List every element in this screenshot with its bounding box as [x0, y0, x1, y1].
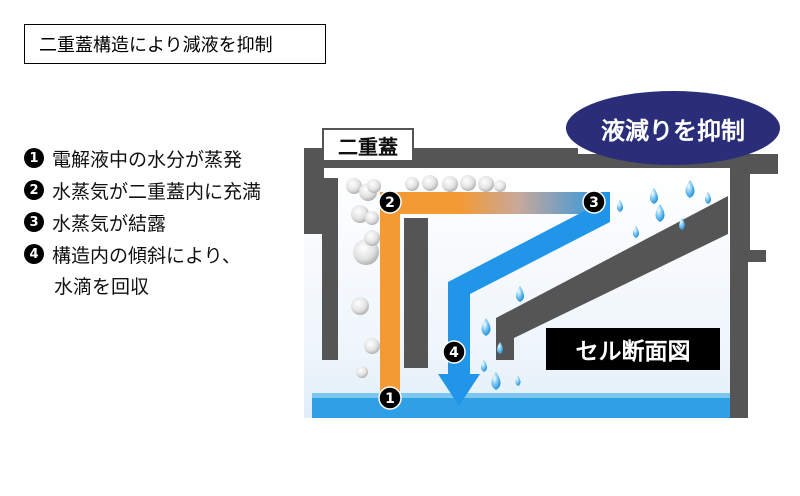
step-4-text-continued: 水滴を回収: [54, 275, 150, 298]
marker-4: 4: [442, 340, 466, 364]
vapor-rise-path: [380, 192, 400, 398]
step-3-text: 水蒸気が結露: [52, 212, 167, 235]
step-3-number: 3: [24, 212, 44, 232]
lid-left-wall: [304, 148, 324, 234]
water-droplets: [481, 180, 711, 390]
marker-1: 1: [378, 386, 402, 410]
center-inner-wall: [404, 218, 428, 368]
diagram-title: 二重蓋構造により減液を抑制: [24, 24, 326, 64]
left-inner-wall: [322, 178, 338, 360]
marker-1-label: 1: [385, 391, 395, 407]
double-lid-label: 二重蓋: [322, 128, 414, 162]
step-2-number: 2: [24, 180, 44, 200]
condensate-arrow-head: [438, 374, 480, 406]
step-1: 1 電解液中の水分が蒸発: [24, 142, 261, 174]
step-4-number: 4: [24, 244, 44, 264]
step-1-text: 電解液中の水分が蒸発: [52, 148, 243, 171]
marker-3: 3: [582, 190, 606, 214]
step-1-number: 1: [24, 148, 44, 168]
condensate-flow-path: [448, 192, 610, 378]
marker-2-label: 2: [385, 195, 395, 211]
step-list: 1 電解液中の水分が蒸発 2 水蒸気が二重蓋内に充満 3 水蒸気が結露 4 構造…: [24, 142, 261, 300]
cell-section-label: セル断面図: [546, 328, 720, 370]
steam-puffs: [346, 175, 506, 378]
slanted-baffle: [496, 196, 728, 360]
marker-2: 2: [378, 190, 402, 214]
step-2: 2 水蒸気が二重蓋内に充満: [24, 174, 261, 206]
suppression-badge: 液減りを抑制: [566, 91, 780, 165]
marker-4-label: 4: [449, 345, 459, 361]
right-outer-wall: [730, 166, 766, 418]
step-4: 4 構造内の傾斜により、: [24, 238, 261, 270]
marker-3-label: 3: [589, 195, 599, 211]
vapor-transfer-path: [380, 192, 610, 214]
step-4-text: 構造内の傾斜により、: [52, 244, 241, 267]
step-3: 3 水蒸気が結露: [24, 206, 261, 238]
step-2-text: 水蒸気が二重蓋内に充満: [52, 180, 262, 203]
